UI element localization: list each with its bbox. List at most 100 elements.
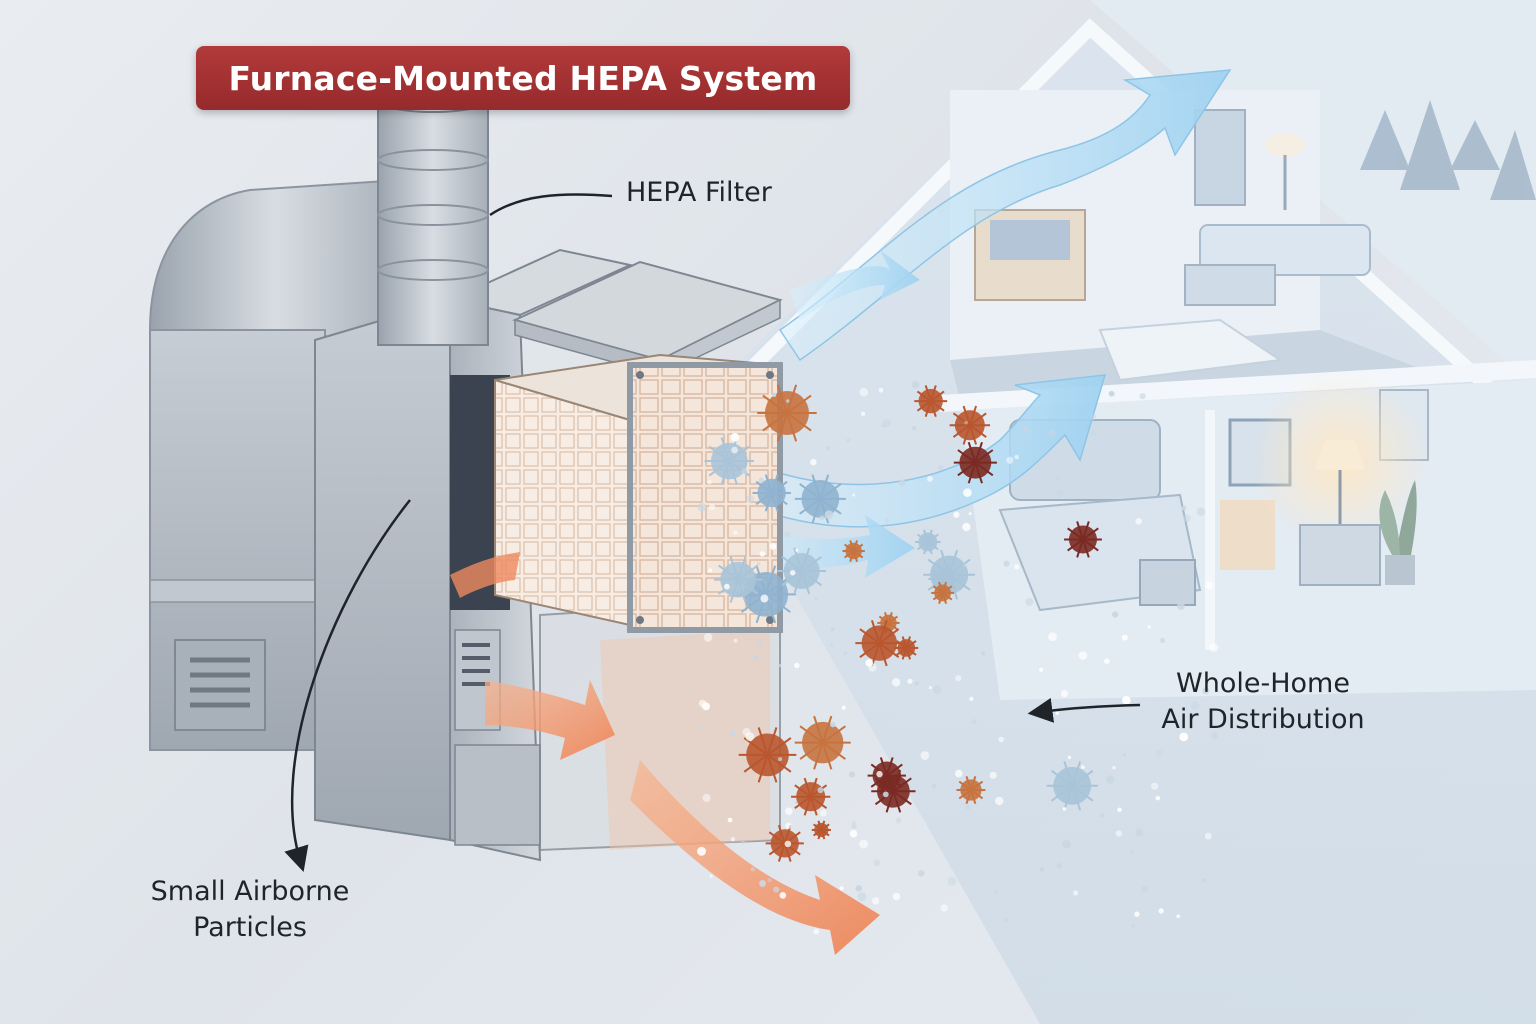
dust-speck	[891, 678, 901, 687]
virus-particle	[704, 437, 754, 485]
dust-speck	[730, 730, 736, 736]
dust-speck	[697, 846, 707, 856]
dust-speck	[1062, 839, 1072, 849]
dust-speck	[876, 770, 883, 778]
dust-speck	[953, 430, 957, 434]
dust-speck	[1115, 830, 1122, 837]
dust-speck	[1014, 564, 1020, 570]
dust-speck	[852, 820, 856, 825]
dust-speck	[1006, 456, 1014, 464]
dust-speck	[927, 476, 933, 482]
dust-speck	[1003, 560, 1010, 567]
dust-speck	[878, 387, 884, 393]
dust-speck	[819, 515, 825, 521]
potted-plant	[1379, 480, 1417, 585]
warm-arrow-burner	[450, 552, 520, 598]
dust-speck	[810, 458, 817, 466]
dust-speck	[1055, 711, 1059, 715]
dust-speck	[871, 897, 880, 905]
dust-speck	[1056, 863, 1062, 869]
virus-particle	[915, 529, 941, 555]
virus-particle	[777, 547, 827, 595]
dust-speck	[795, 548, 799, 552]
dust-speck	[1108, 390, 1115, 397]
dust-speck	[817, 787, 824, 794]
hepa-filter-leader	[489, 193, 613, 217]
dust-speck	[723, 583, 730, 590]
dust-speck	[994, 890, 999, 894]
dust-speck	[868, 663, 877, 672]
dust-speck	[784, 840, 792, 848]
whole-home-label: Whole-Home Air Distribution	[1128, 666, 1398, 738]
virus-particle	[855, 620, 904, 667]
dust-speck	[963, 488, 972, 497]
dust-speck	[1179, 732, 1189, 742]
dust-speck	[741, 840, 745, 845]
dust-speck	[708, 568, 713, 573]
dust-speck	[1196, 507, 1206, 516]
virus-particle	[794, 474, 846, 524]
virus-particle	[791, 777, 831, 816]
dust-speck	[931, 783, 937, 789]
leader-lines	[284, 193, 1141, 872]
dust-speck	[852, 493, 856, 497]
dust-speck	[769, 542, 777, 550]
dust-speck	[785, 399, 790, 403]
dust-speck	[954, 769, 963, 778]
virus-particle	[1046, 761, 1098, 811]
dust-speck	[1024, 428, 1031, 435]
dust-speck	[813, 928, 820, 935]
dust-speck	[1140, 885, 1149, 893]
dust-speck	[955, 675, 962, 682]
exhaust-flue	[377, 87, 489, 346]
dust-speck	[733, 638, 738, 643]
dust-speck	[885, 518, 890, 523]
dust-speck	[843, 651, 848, 656]
small-particles-label-line1: Small Airborne	[150, 876, 350, 907]
dust-speck	[1056, 489, 1065, 497]
dust-speck	[1158, 908, 1164, 914]
dust-speck	[733, 530, 738, 535]
virus-particle	[871, 769, 916, 813]
dust-speck	[920, 751, 930, 760]
lower-floor-room	[960, 370, 1536, 700]
dust-speck	[779, 891, 787, 899]
dust-speck	[771, 392, 777, 397]
dust-speck	[968, 512, 972, 516]
dust-speck	[882, 791, 889, 798]
airborne-particles	[697, 380, 1219, 935]
furnace-unit	[149, 87, 781, 862]
small-particles-label-line2: Particles	[193, 912, 307, 943]
dust-speck	[1048, 429, 1056, 438]
dust-speck	[855, 885, 863, 892]
dust-speck	[752, 655, 759, 661]
dust-speck	[1139, 393, 1146, 400]
dust-speck	[825, 445, 831, 451]
dust-speck	[1201, 878, 1206, 883]
return-plenum	[149, 178, 401, 362]
dust-speck	[794, 800, 798, 805]
dust-speck	[1121, 634, 1128, 641]
dust-speck	[1062, 807, 1067, 811]
virus-particle	[842, 540, 865, 562]
dust-speck	[702, 793, 711, 803]
page-title: Furnace-Mounted HEPA System	[228, 58, 818, 98]
warm-arrow-inner	[485, 680, 615, 760]
virus-particle	[794, 715, 851, 770]
dust-speck	[700, 725, 704, 729]
dust-speck	[1048, 632, 1057, 642]
virus-particle	[914, 385, 948, 418]
dust-speck	[746, 494, 755, 503]
dust-speck	[778, 757, 783, 762]
dust-speck	[1155, 795, 1161, 801]
dust-speck	[1039, 867, 1045, 872]
dust-speck	[1039, 667, 1044, 672]
dust-speck	[1100, 813, 1105, 818]
dust-speck	[709, 874, 713, 878]
dust-speck	[1160, 637, 1166, 644]
dust-speck	[1134, 911, 1140, 917]
title-banner: Furnace-Mounted HEPA System	[196, 46, 850, 110]
dust-speck	[907, 678, 913, 684]
dust-speck	[1209, 643, 1219, 653]
